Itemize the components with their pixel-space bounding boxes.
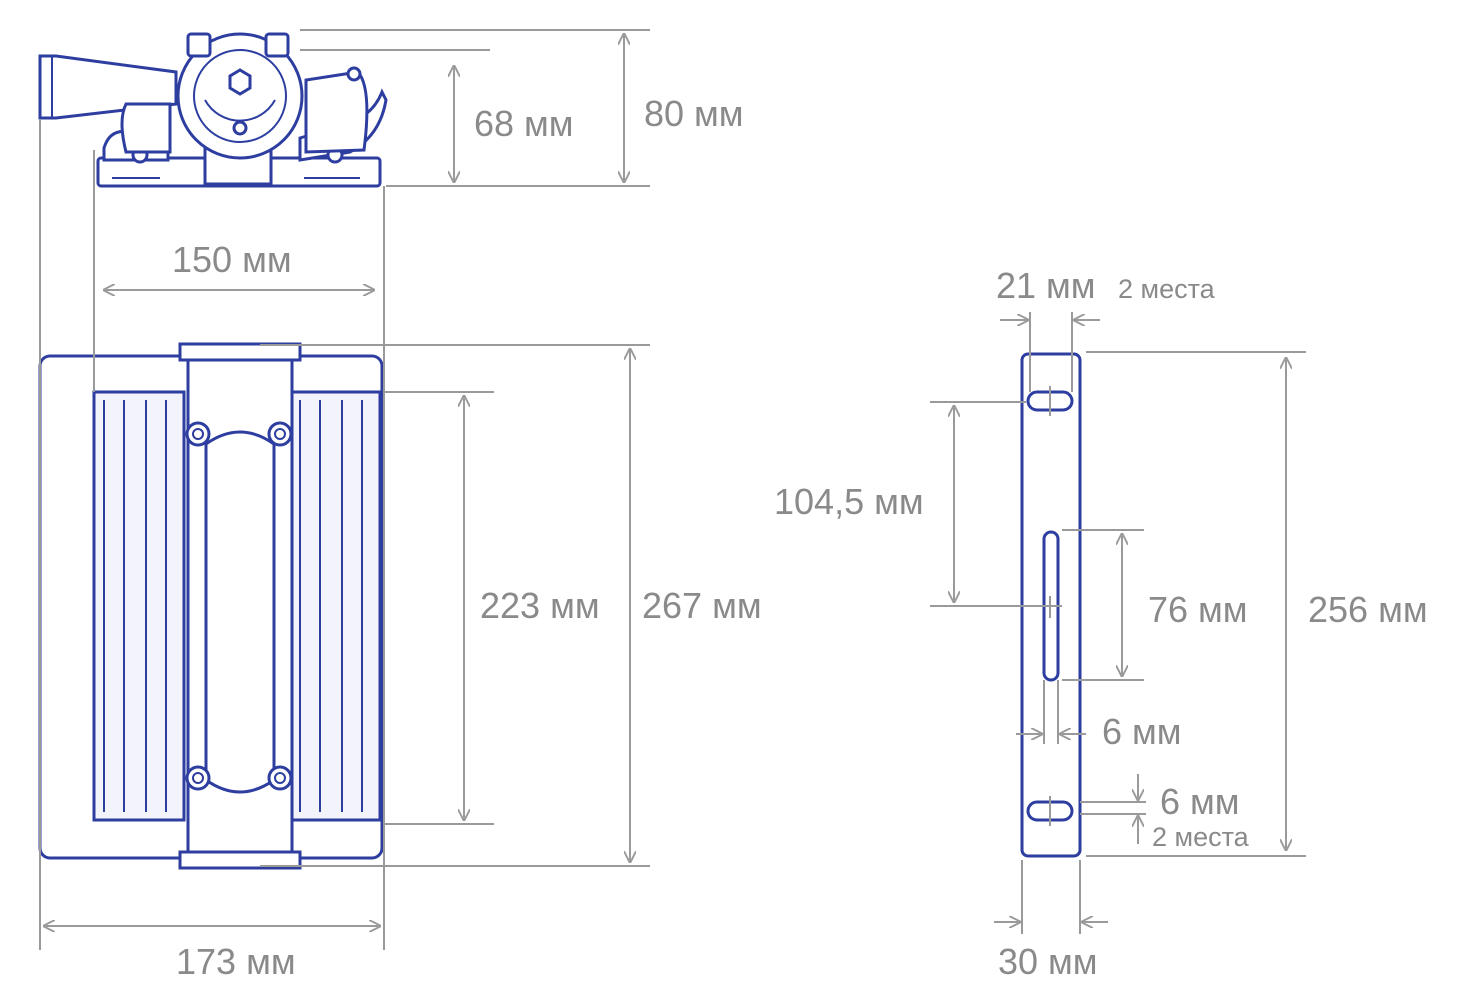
slot-length-label: 76 мм [1148, 589, 1248, 630]
total-width-label: 173 мм [176, 941, 296, 982]
outer-height-label: 267 мм [642, 585, 762, 626]
bracket-length-label: 256 мм [1308, 589, 1428, 630]
body-view [38, 342, 384, 870]
hole-height-label: 6 мм [1160, 781, 1240, 822]
hole-count-note: 2 места [1118, 274, 1216, 304]
hole-width-label: 21 мм [996, 265, 1096, 306]
height-mount-label: 68 мм [474, 103, 574, 144]
right-dimensions: 21 мм 2 места 104,5 мм 76 мм 6 мм 6 мм 2… [774, 265, 1428, 982]
left-dimensions: 68 мм 80 мм 150 мм 223 мм 267 мм 173 мм [39, 29, 762, 982]
bracket-width-30-label: 30 мм [998, 941, 1098, 982]
bracket-width-150-label: 150 мм [172, 239, 292, 280]
height-total-label: 80 мм [644, 93, 744, 134]
hole-height-note: 2 места [1152, 822, 1250, 852]
slot-width-label: 6 мм [1102, 711, 1182, 752]
inner-height-label: 223 мм [480, 585, 600, 626]
top-view [38, 32, 388, 188]
hole-spacing-label: 104,5 мм [774, 481, 924, 522]
